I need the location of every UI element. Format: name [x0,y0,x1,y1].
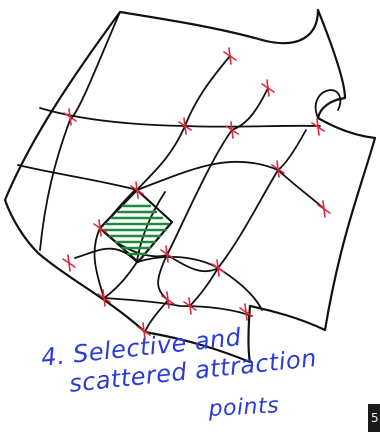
caption-line-3: points [208,394,280,422]
attraction-point [63,255,75,271]
attraction-point [262,80,274,96]
page-number-badge: 5 [368,404,380,432]
attraction-point [318,201,330,217]
